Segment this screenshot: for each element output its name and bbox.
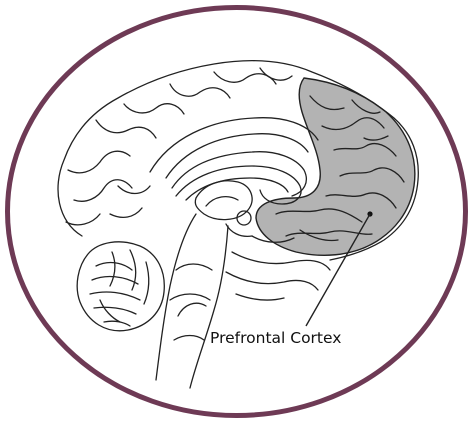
prefrontal-cortex-region: [256, 78, 415, 255]
thalamus: [195, 181, 252, 237]
brainstem: [156, 214, 228, 388]
cerebellum: [77, 242, 164, 331]
prefrontal-cortex-label: Prefrontal Cortex: [210, 329, 341, 347]
cingulate-gyrus: [150, 118, 318, 196]
